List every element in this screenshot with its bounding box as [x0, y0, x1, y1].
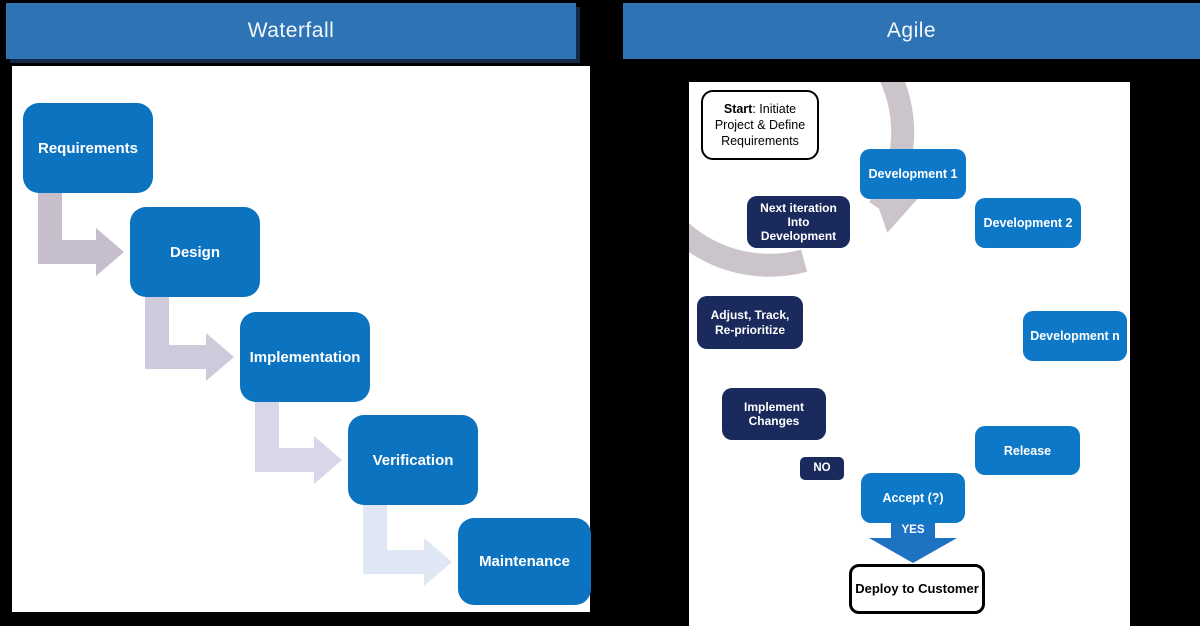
- node-label: Implement Changes: [743, 399, 804, 428]
- node-label: Adjust, Track, Re-prioritize: [710, 308, 790, 337]
- node-adjust-track: Adjust, Track, Re-prioritize: [697, 296, 803, 349]
- elbow-arrow-3: [255, 402, 342, 484]
- cycle-ring: [689, 82, 915, 277]
- waterfall-panel: Requirements Design Implementation Verif…: [12, 66, 591, 612]
- node-implement-changes: Implement Changes: [722, 388, 826, 440]
- start-bold: Start: [723, 101, 753, 116]
- waterfall-header: Waterfall: [6, 3, 576, 59]
- waterfall-step-requirements: Requirements: [23, 103, 153, 193]
- start-rest: : Initiate Project & Define Requirements: [714, 101, 806, 149]
- node-label: Development 2: [983, 216, 1073, 230]
- start-node: Start: Initiate Project & Define Require…: [701, 90, 819, 160]
- node-label: Release: [1003, 443, 1052, 458]
- node-label: Accept (?): [882, 491, 944, 505]
- step-label: Requirements: [37, 139, 139, 157]
- no-badge: NO: [800, 457, 844, 480]
- node-label: Development 1: [868, 167, 958, 181]
- step-label: Implementation: [249, 348, 361, 366]
- start-text: Start: Initiate Project & Define Require…: [705, 101, 815, 150]
- elbow-arrow-2: [145, 297, 234, 381]
- elbow-arrow-1: [38, 193, 124, 276]
- agile-header: Agile: [623, 3, 1200, 59]
- waterfall-step-implementation: Implementation: [240, 312, 370, 402]
- agile-title: Agile: [886, 19, 937, 42]
- node-development-2: Development 2: [975, 198, 1081, 248]
- deploy-node: Deploy to Customer: [849, 564, 985, 614]
- no-label: NO: [813, 461, 831, 474]
- node-label: Deploy to Customer: [855, 580, 979, 596]
- step-label: Maintenance: [479, 553, 570, 570]
- elbow-arrow-4: [363, 505, 452, 586]
- node-development-n: Development n: [1023, 311, 1127, 361]
- yes-label: YES: [891, 521, 935, 539]
- node-label: Development n: [1030, 329, 1120, 343]
- agile-panel: Start: Initiate Project & Define Require…: [689, 82, 1130, 626]
- waterfall-arrows-layer: [38, 193, 452, 586]
- node-label: Next iteration Into Development: [760, 200, 837, 244]
- node-accept: Accept (?): [861, 473, 965, 523]
- node-release: Release: [975, 426, 1080, 475]
- waterfall-step-maintenance: Maintenance: [458, 518, 591, 605]
- node-development-1: Development 1: [860, 149, 966, 199]
- waterfall-step-design: Design: [130, 207, 260, 297]
- node-next-iteration: Next iteration Into Development: [747, 196, 850, 248]
- yes-text: YES: [901, 524, 925, 536]
- step-label: Verification: [372, 451, 454, 469]
- waterfall-step-verification: Verification: [348, 415, 478, 505]
- waterfall-title: Waterfall: [247, 19, 335, 42]
- yes-arrow: [869, 520, 957, 563]
- step-label: Design: [169, 243, 220, 261]
